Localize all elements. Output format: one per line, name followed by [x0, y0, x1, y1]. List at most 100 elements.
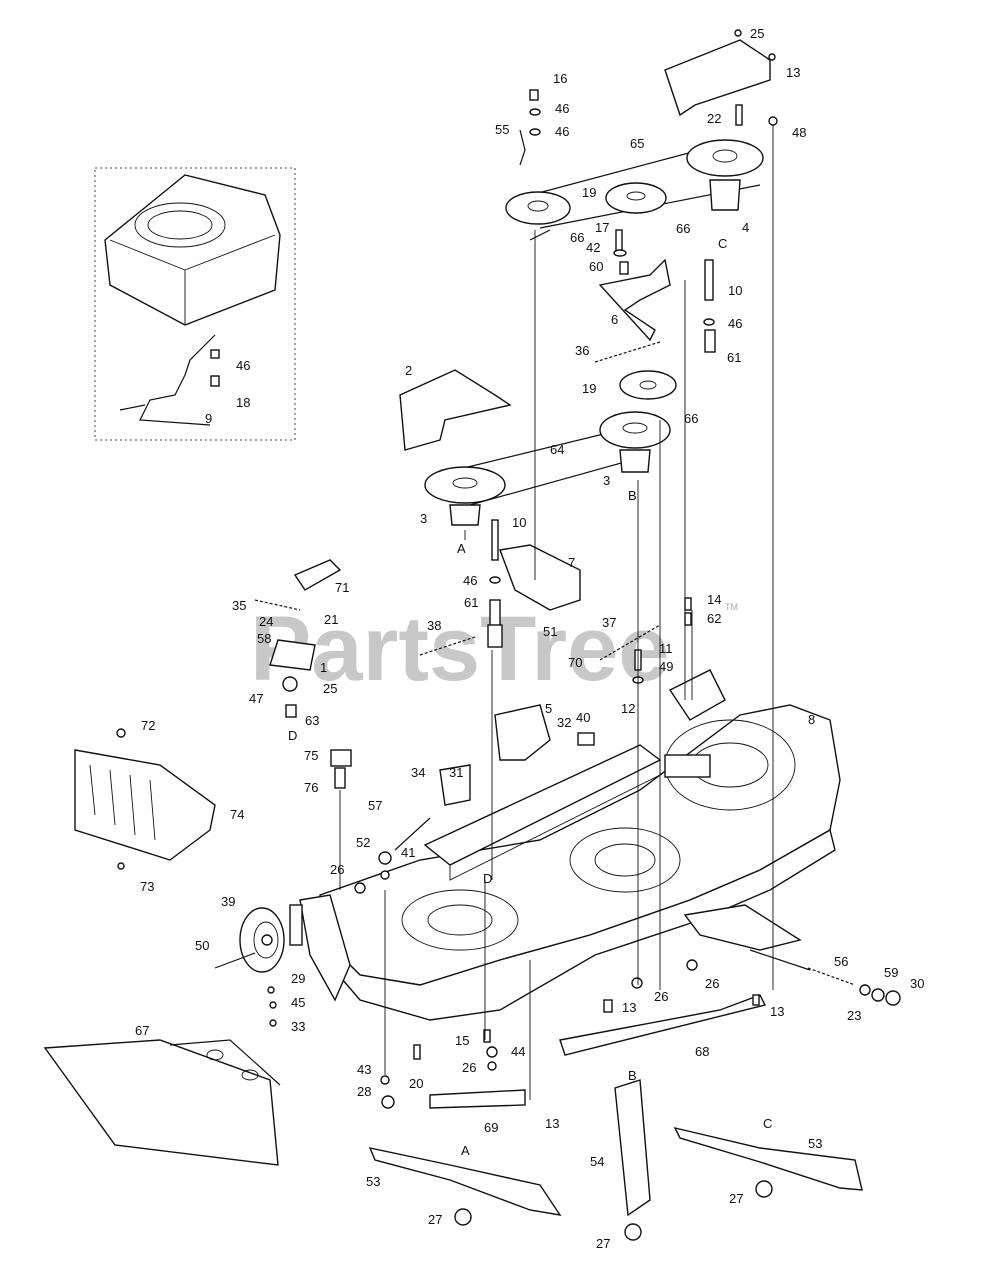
front-hitch: [683, 904, 856, 986]
callout-24: 24: [259, 614, 273, 629]
callout-51: 51: [543, 624, 557, 639]
callout-71: 71: [335, 580, 349, 595]
pulley-spindle-c: [686, 139, 764, 211]
callout-5: 5: [545, 701, 552, 716]
callout-27-b: 27: [596, 1236, 610, 1251]
callout-38: 38: [427, 618, 441, 633]
callout-66-c: 66: [684, 411, 698, 426]
callout-19-b: 19: [582, 381, 596, 396]
callout-26-a: 26: [330, 862, 344, 877]
callout-18: 18: [236, 395, 250, 410]
ref-letter-d-deck: D: [483, 871, 492, 886]
gauge-wheel: [214, 904, 303, 973]
callout-17: 17: [595, 220, 609, 235]
discharge-chute: [299, 894, 351, 1002]
partstree-watermark: PartsTree: [250, 598, 669, 700]
reference-lines: [339, 125, 774, 1100]
callout-25-a: 25: [750, 26, 764, 41]
callout-13-c: 13: [770, 1004, 784, 1019]
callout-50: 50: [195, 938, 209, 953]
callout-46-a: 46: [555, 101, 569, 116]
callout-74: 74: [230, 807, 244, 822]
callout-59: 59: [884, 965, 898, 980]
callout-9: 9: [205, 411, 212, 426]
callout-47: 47: [249, 691, 263, 706]
callout-1: 1: [320, 660, 327, 675]
belt-cover-left: [399, 369, 512, 451]
ref-letter-b-upper: B: [628, 488, 637, 503]
callout-30: 30: [910, 976, 924, 991]
extension-spring-36: [594, 341, 661, 363]
callout-66-a: 66: [570, 230, 584, 245]
callout-45: 45: [291, 995, 305, 1010]
hardware-group: [116, 29, 901, 1109]
baffle-69: [429, 1089, 526, 1109]
callout-28: 28: [357, 1084, 371, 1099]
callout-33: 33: [291, 1019, 305, 1034]
callout-3-b: 3: [603, 473, 610, 488]
pulley-spindle-a: [424, 466, 506, 526]
callout-26-d: 26: [705, 976, 719, 991]
extension-spring-35: [254, 599, 301, 611]
callout-16: 16: [553, 71, 567, 86]
mower-deck: [319, 669, 841, 1021]
belt-cover-right: [664, 39, 771, 117]
idler-pulley-top: [605, 182, 667, 214]
callout-10-b: 10: [512, 515, 526, 530]
callout-34: 34: [411, 765, 425, 780]
callout-44: 44: [511, 1044, 525, 1059]
callout-46-d: 46: [728, 316, 742, 331]
callout-19-a: 19: [582, 185, 596, 200]
ref-letter-c-upper: C: [718, 236, 727, 251]
callout-69: 69: [484, 1120, 498, 1135]
callout-13-d: 13: [545, 1116, 559, 1131]
callout-53-a: 53: [366, 1174, 380, 1189]
callout-64: 64: [550, 442, 564, 457]
pulley-spindle-b: [599, 411, 671, 473]
ref-letter-c-lower: C: [763, 1116, 772, 1131]
callout-25-b: 25: [323, 681, 337, 696]
callout-46-b: 46: [555, 124, 569, 139]
callout-21: 21: [324, 612, 338, 627]
callout-15: 15: [455, 1033, 469, 1048]
baffle-68: [559, 994, 767, 1056]
callout-61-a: 61: [727, 350, 741, 365]
idler-bracket: [598, 258, 671, 342]
callout-58: 58: [257, 631, 271, 646]
callout-23: 23: [847, 1008, 861, 1023]
callout-27-c: 27: [729, 1191, 743, 1206]
callout-54: 54: [590, 1154, 604, 1169]
callout-70: 70: [568, 655, 582, 670]
callout-46-e: 46: [463, 573, 477, 588]
callout-37: 37: [602, 615, 616, 630]
idler-pulley-lower: [619, 370, 677, 400]
ref-letter-d-left: D: [288, 728, 297, 743]
callout-36: 36: [575, 343, 589, 358]
blade-b: [614, 1079, 651, 1241]
callout-63: 63: [305, 713, 319, 728]
callout-10-a: 10: [728, 283, 742, 298]
callout-29: 29: [291, 971, 305, 986]
callout-56: 56: [834, 954, 848, 969]
callout-60: 60: [589, 259, 603, 274]
callout-13-a: 13: [786, 65, 800, 80]
callout-2: 2: [405, 363, 412, 378]
callout-26-b: 26: [462, 1060, 476, 1075]
callout-12: 12: [621, 701, 635, 716]
extension-spring-37: [599, 624, 661, 661]
callout-53-b: 53: [808, 1136, 822, 1151]
lift-arm-assembly: [439, 704, 595, 806]
deflector-shield: [43, 1039, 281, 1166]
ref-letter-a-upper: A: [457, 541, 466, 556]
ref-letter-b-lower: B: [628, 1068, 637, 1083]
callout-75: 75: [304, 748, 318, 763]
callout-66-b: 66: [676, 221, 690, 236]
callout-8: 8: [808, 712, 815, 727]
callout-55: 55: [495, 122, 509, 137]
callout-41: 41: [401, 845, 415, 860]
callout-4: 4: [742, 220, 749, 235]
ref-letter-a-lower: A: [461, 1143, 470, 1158]
callout-7: 7: [568, 555, 575, 570]
blade-c: [673, 1126, 863, 1198]
